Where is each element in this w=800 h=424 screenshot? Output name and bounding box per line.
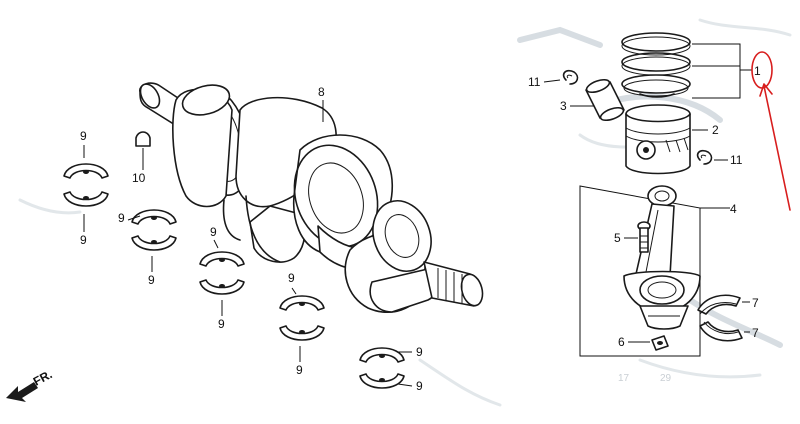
annotation-arrowhead bbox=[759, 83, 773, 97]
red-annotation-mark bbox=[751, 51, 791, 211]
label-part-1: 1 bbox=[754, 64, 761, 78]
bearing-shell-5 bbox=[199, 251, 245, 267]
bearing-shell-7 bbox=[279, 295, 325, 311]
label-part-9-1: 9 bbox=[80, 129, 87, 143]
rod-bolt-part-5: 5 bbox=[614, 221, 651, 253]
label-part-9-9: 9 bbox=[416, 345, 423, 359]
main-bearing-shells-part-9: 9 9 9 9 9 9 9 9 9 9 bbox=[63, 129, 423, 393]
bearing-shell-3 bbox=[131, 209, 177, 225]
piston-rings-part-1: 1 bbox=[621, 32, 761, 99]
bearing-shell-2 bbox=[63, 191, 109, 207]
label-part-9-5: 9 bbox=[210, 225, 217, 239]
bearing-oil-hole-9 bbox=[379, 354, 385, 358]
bearing-shell-9 bbox=[359, 347, 405, 363]
label-part-9-6: 9 bbox=[218, 317, 225, 331]
label-part-7-upper: 7 bbox=[752, 296, 759, 310]
crank-output-spline bbox=[423, 261, 484, 307]
bearing-oil-hole-8 bbox=[299, 330, 305, 334]
rod-nut-part-6: 6 bbox=[618, 335, 669, 351]
woodruff-key-part-10: 10 bbox=[132, 131, 151, 185]
bearing-leader-10 bbox=[397, 383, 413, 387]
label-part-11-bottom: 11 bbox=[730, 153, 743, 167]
bearing-shell-8 bbox=[279, 325, 325, 341]
bearing-oil-hole-10 bbox=[379, 378, 385, 382]
ghost-text-a: 17 bbox=[618, 373, 630, 384]
bearing-oil-hole-5 bbox=[219, 258, 225, 262]
bearing-shell-10 bbox=[359, 373, 405, 389]
label-part-5: 5 bbox=[614, 231, 621, 245]
front-arrow-icon bbox=[6, 382, 38, 402]
callout-8: 8 bbox=[318, 85, 325, 122]
label-part-9-3: 9 bbox=[118, 211, 125, 225]
label-part-9-10: 9 bbox=[416, 379, 423, 393]
front-direction-indicator: FR. bbox=[6, 367, 54, 402]
label-part-3: 3 bbox=[560, 99, 567, 113]
piston-pin-part-3: 3 bbox=[560, 78, 625, 122]
annotation-pointer-line bbox=[763, 85, 791, 211]
piston-pin-clip-part-11-top: 11 bbox=[528, 69, 579, 89]
piston-pin-clip-part-11-bottom: 11 bbox=[696, 149, 743, 167]
label-part-6: 6 bbox=[618, 335, 625, 349]
connecting-rod-assembly-part-4: 4 bbox=[579, 185, 737, 357]
ghost-text-b: 29 bbox=[660, 373, 672, 384]
label-part-10: 10 bbox=[132, 171, 146, 185]
crankshaft-part-8 bbox=[139, 82, 484, 313]
label-part-11-top: 11 bbox=[528, 75, 541, 89]
bearing-leader-3 bbox=[127, 215, 141, 221]
label-part-4: 4 bbox=[730, 202, 737, 216]
bearing-leader-7 bbox=[291, 287, 297, 295]
label-part-2: 2 bbox=[712, 123, 719, 137]
bearing-shell-6 bbox=[199, 279, 245, 295]
bearing-oil-hole-3 bbox=[151, 216, 157, 220]
bearing-oil-hole-4 bbox=[151, 240, 157, 244]
bearing-leader-5 bbox=[213, 239, 219, 249]
label-part-9-8: 9 bbox=[296, 363, 303, 377]
bearing-oil-hole-1 bbox=[83, 170, 89, 174]
label-part-9-2: 9 bbox=[80, 233, 87, 247]
label-part-7-lower: 7 bbox=[752, 326, 759, 340]
label-part-9-7: 9 bbox=[288, 271, 295, 285]
bearing-oil-hole-7 bbox=[299, 302, 305, 306]
rod-bearing-shells-part-7: 7 7 bbox=[697, 294, 759, 342]
bearing-shell-1 bbox=[63, 163, 109, 179]
label-part-8: 8 bbox=[318, 85, 325, 99]
bearing-oil-hole-6 bbox=[219, 284, 225, 288]
bearing-oil-hole-2 bbox=[83, 196, 89, 200]
piston-part-2: 2 bbox=[625, 104, 719, 175]
bearing-shell-4 bbox=[131, 235, 177, 251]
label-part-9-4: 9 bbox=[148, 273, 155, 287]
